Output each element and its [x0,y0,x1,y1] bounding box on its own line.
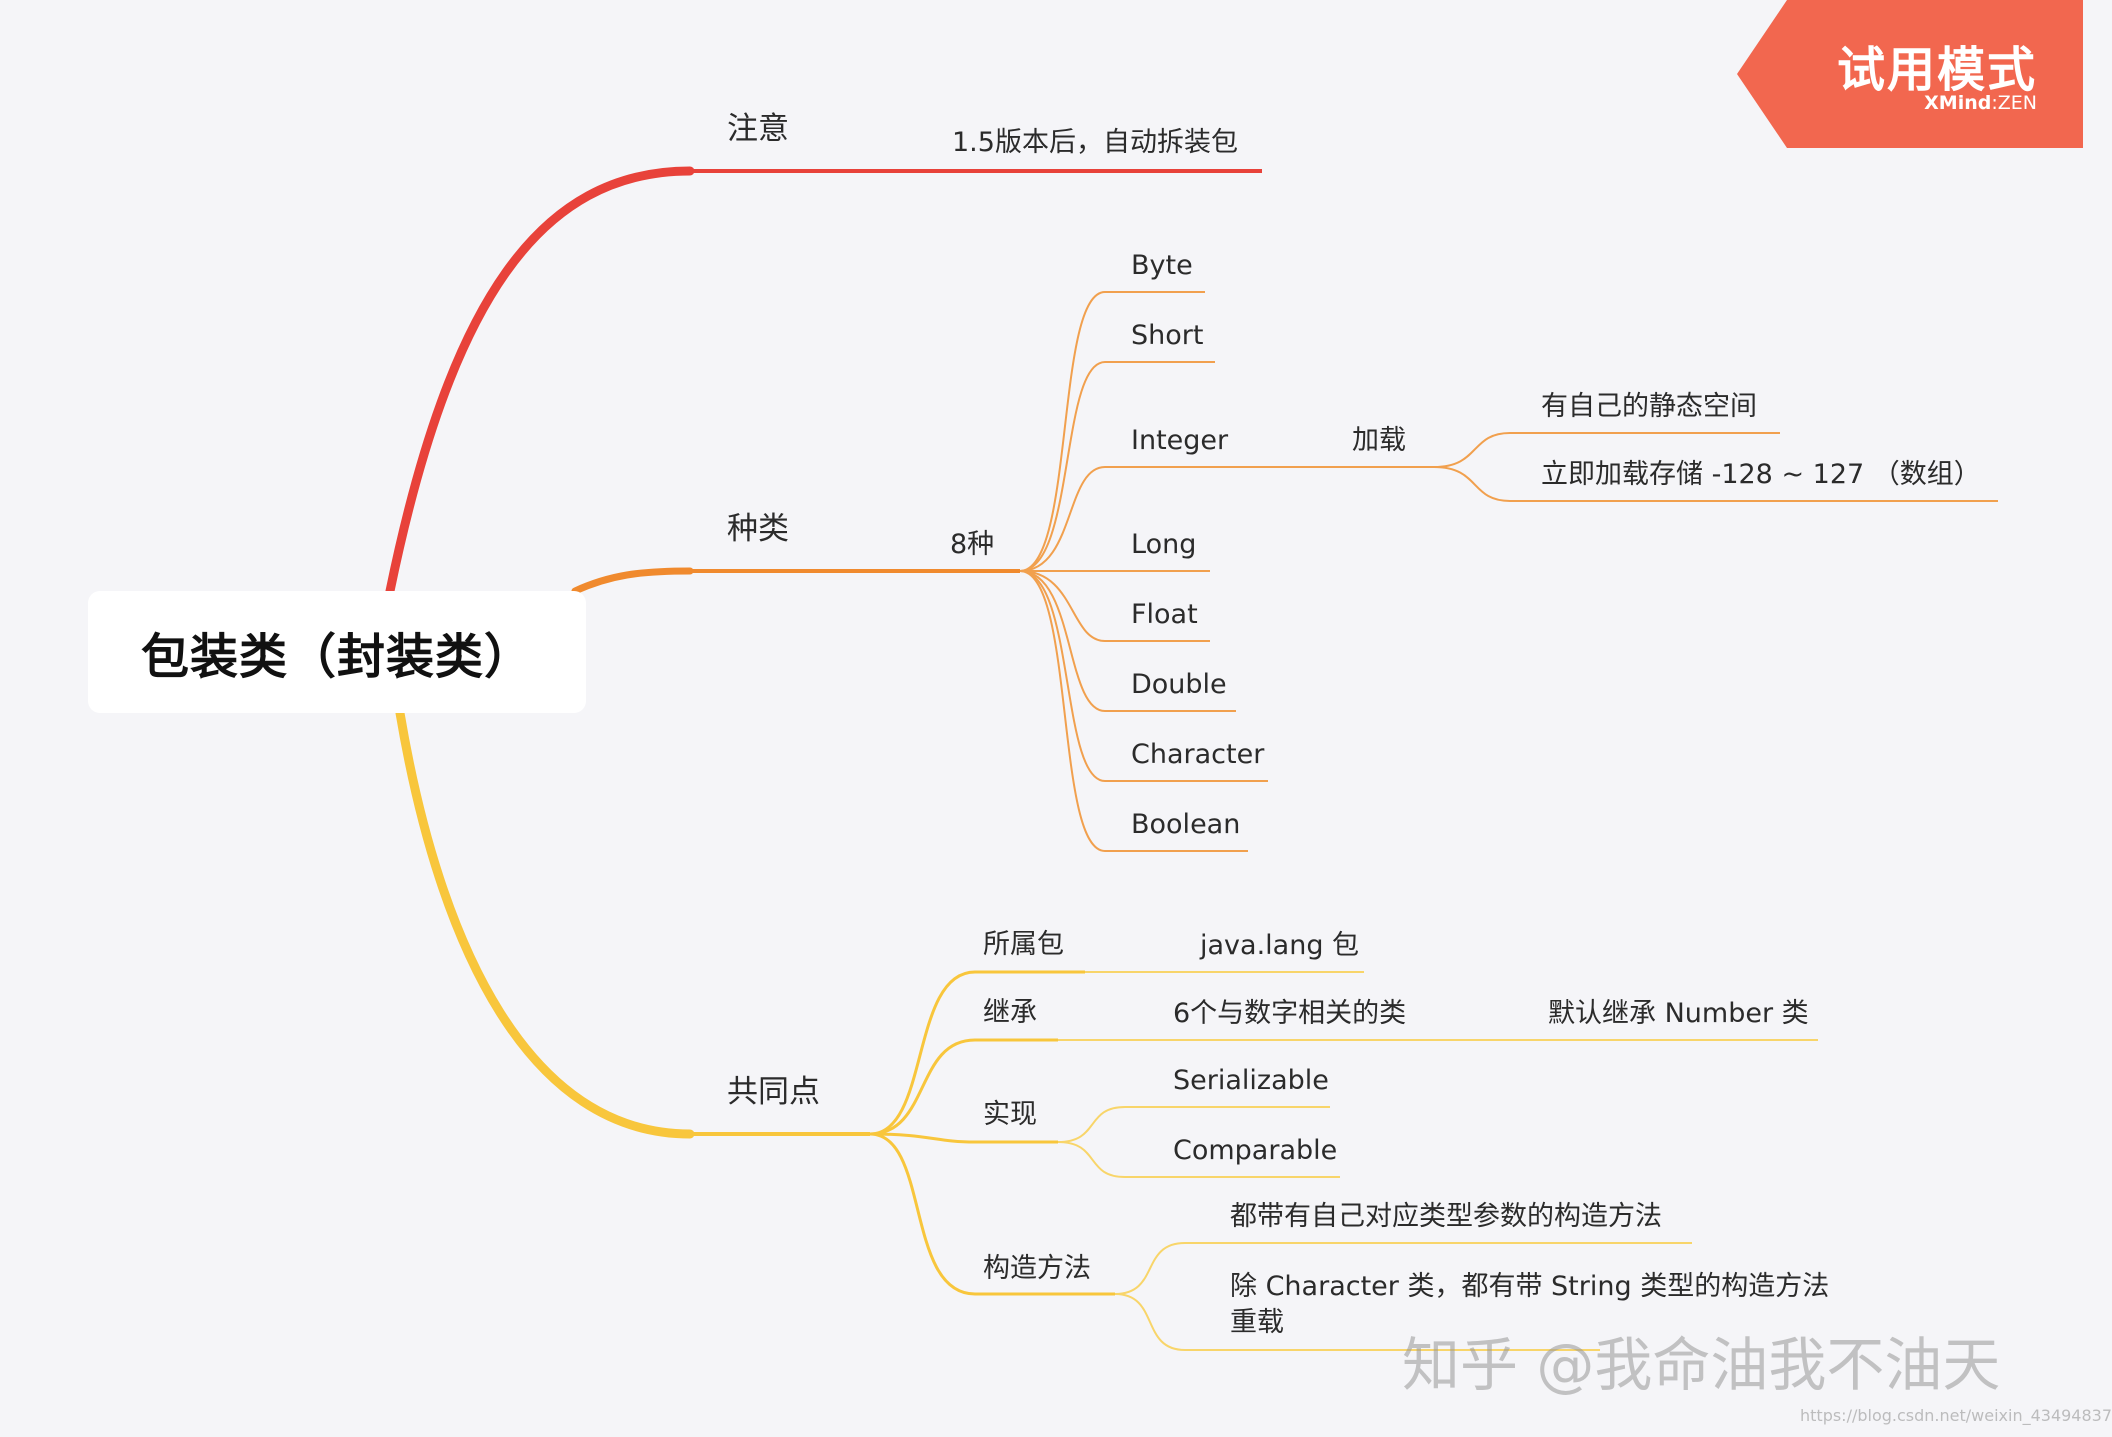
topic-long[interactable]: Long [1131,529,1197,560]
topic-cache-range[interactable]: 立即加载存储 -128 ~ 127 （数组） [1541,459,1981,490]
edge-8-character [1019,570,1268,782]
topic-jiazai[interactable]: 加载 [1352,425,1406,456]
topic-8-types[interactable]: 8种 [950,529,995,560]
edge-gt-suoshubao [869,970,1085,1136]
brand-xmind: XMind [1924,92,1992,114]
edge-root-gongtong [395,708,695,1139]
brand-zen: :ZEN [1991,92,2037,114]
edge-gt-shixian [869,1132,1058,1144]
topic-string-constructor[interactable]: 除 Character 类，都有带 String 类型的构造方法 [1230,1271,1830,1302]
edge-8-short [1019,361,1215,572]
edge-gt-gouzao [869,1132,1115,1296]
edge-jiazai-2 [1433,466,1998,502]
trial-mode-badge[interactable]: 试用模式 XMind:ZEN [1737,0,2083,148]
topic-serializable[interactable]: Serializable [1173,1065,1329,1096]
xmind-zen-logo: XMind:ZEN [1924,92,2037,114]
edge-8-float [1019,570,1210,642]
edge-root-zhonglei [571,567,694,595]
topic-static-space[interactable]: 有自己的静态空间 [1541,391,1757,422]
topic-float[interactable]: Float [1131,599,1198,630]
topic-java-lang[interactable]: java.lang 包 [1200,930,1360,961]
edge-gouzao-2 [1114,1293,1600,1351]
edge-8-double [1019,570,1236,712]
topic-comparable[interactable]: Comparable [1173,1135,1338,1166]
root-topic-label: 包装类（封装类） [140,629,533,685]
topic-suoshubao[interactable]: 所属包 [983,929,1064,960]
edge-8-byte [1019,291,1205,572]
topic-boolean[interactable]: Boolean [1131,809,1241,840]
topic-zhuyi-autobox[interactable]: 1.5版本后，自动拆装包 [952,127,1238,158]
edge-8-integer [1019,466,1434,572]
topic-short[interactable]: Short [1131,320,1204,351]
topic-jicheng[interactable]: 继承 [983,997,1037,1028]
topic-zhuyi[interactable]: 注意 [727,111,789,147]
topic-overload[interactable]: 重载 [1230,1307,1284,1338]
root-topic[interactable]: 包装类（封装类） [88,591,586,713]
edge-gouzao-1 [1114,1242,1692,1295]
topic-own-type-constructor[interactable]: 都带有自己对应类型参数的构造方法 [1230,1201,1662,1232]
topic-integer[interactable]: Integer [1131,425,1229,456]
topic-gouzao[interactable]: 构造方法 [983,1253,1091,1284]
topic-character[interactable]: Character [1131,739,1265,770]
topic-extends-number[interactable]: 默认继承 Number 类 [1548,998,1809,1029]
topic-zhonglei[interactable]: 种类 [727,511,789,547]
topic-gongtong[interactable]: 共同点 [727,1074,820,1110]
topic-numeric-classes[interactable]: 6个与数字相关的类 [1173,998,1407,1029]
edge-jiazai-1 [1433,432,1780,468]
topic-double[interactable]: Double [1131,669,1227,700]
zhihu-watermark: 知乎 @我命油我不油天 [1402,1331,2001,1399]
edge-gt-jicheng [869,1038,1058,1136]
source-url-watermark: https://blog.csdn.net/weixin_43494837 [1800,1406,2112,1425]
edge-shixian-2 [1057,1141,1340,1178]
trial-mode-title: 试用模式 [1836,42,2037,98]
edge-8-boolean [1019,570,1248,852]
topic-shixian[interactable]: 实现 [983,1099,1037,1130]
edge-shixian-1 [1057,1106,1330,1143]
edge-root-zhuyi [385,166,695,596]
topic-byte[interactable]: Byte [1131,250,1193,281]
